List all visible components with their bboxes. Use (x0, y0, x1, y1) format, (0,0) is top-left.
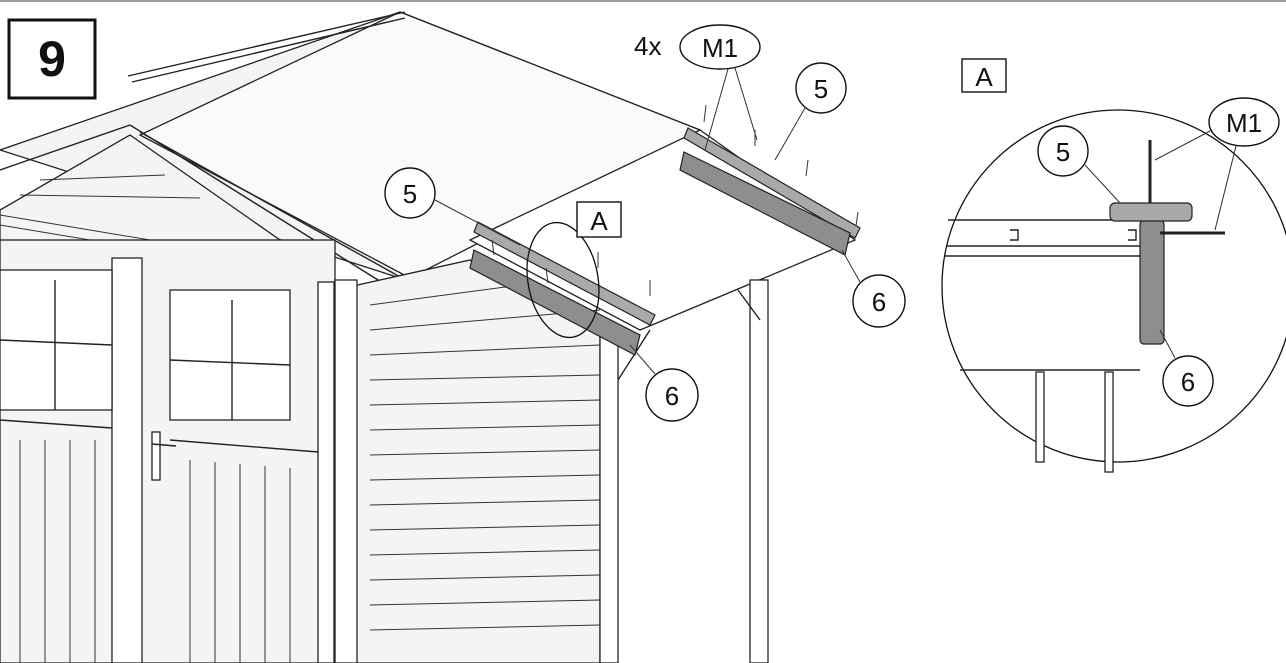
detail-fascia-6 (1139, 219, 1165, 345)
siding-boards (369, 284, 601, 631)
trim-strip-5-front (473, 221, 656, 326)
window-right-transom (169, 359, 291, 366)
step-number: 9 (38, 31, 66, 87)
detail-marker-ellipse (526, 221, 600, 339)
leader-m1-a (734, 67, 758, 141)
front-wall (0, 239, 336, 663)
trim-back (679, 104, 861, 256)
leader-6-front (629, 344, 656, 375)
callout-5-back-label: 5 (814, 74, 828, 104)
callout-6-detail-circle (1162, 355, 1214, 407)
callout-5-detail-label: 5 (1056, 137, 1070, 167)
roof-ridge-trim-lower (131, 17, 406, 83)
door-rail-left (0, 419, 113, 429)
quantity-label: 4x (634, 31, 661, 61)
callout-5-back-circle (795, 62, 847, 114)
callout-5-front: 5 (384, 167, 521, 246)
callout-5-front-label: 5 (403, 179, 417, 209)
callout-m1-detail: M1 (1154, 97, 1280, 231)
fascia-board-6-front (469, 249, 641, 356)
callout-6-back-label: 6 (872, 287, 886, 317)
leader-m1-detail-b (1214, 145, 1237, 231)
callout-6-front-label: 6 (665, 381, 679, 411)
callout-6-front: 6 (629, 344, 699, 422)
window-right (169, 289, 291, 421)
gable-trim-right (129, 124, 411, 301)
screws-front (491, 239, 651, 296)
door-post-right (317, 281, 335, 663)
detail-tongue-left (1010, 229, 1019, 241)
callout-m1-detail-label: M1 (1226, 108, 1262, 138)
callout-m1-detail-ellipse (1208, 97, 1280, 147)
corner-post (334, 279, 358, 663)
callout-5-detail-circle (1037, 125, 1089, 177)
brace-back (737, 289, 761, 321)
callout-6-back: 6 (841, 249, 906, 328)
leader-6-detail (1159, 329, 1176, 359)
detail-tongue-right (1128, 229, 1137, 241)
gable-board-4 (39, 174, 166, 181)
detail-label-main: A (576, 201, 622, 238)
trim-strip-5-back (683, 127, 861, 239)
door-handle (151, 431, 161, 481)
callout-m1-ellipse (679, 24, 761, 70)
detail-label-inset-text: A (975, 62, 993, 92)
leader-5-front (434, 199, 521, 246)
support-post-front (599, 329, 619, 663)
gable-trim-right-outer (139, 131, 421, 289)
callout-5-front-circle (384, 167, 436, 219)
door-post-left (111, 257, 143, 663)
leader-m1-detail-a (1154, 129, 1213, 161)
callout-5-detail: 5 (1037, 125, 1121, 204)
leader-m1-b (704, 68, 729, 151)
side-wall (334, 259, 601, 663)
detail-post-left (1035, 371, 1045, 463)
trim-front (469, 221, 656, 356)
callout-6-front-circle (645, 368, 699, 422)
detail-label-inset-box (961, 58, 1007, 93)
step-box-frame (7, 18, 97, 100)
detail-label-main-box (576, 201, 622, 238)
detail-circle (941, 109, 1286, 463)
detail-label-inset: A (961, 58, 1007, 93)
leader-6-back (841, 249, 861, 283)
callout-6-detail: 6 (1159, 329, 1214, 407)
step-number-box: 9 (7, 18, 97, 100)
gable-board-3 (19, 194, 201, 199)
callout-6-back-circle (852, 274, 906, 328)
leader-5-back (774, 107, 806, 161)
door-rail-right (169, 439, 319, 453)
callout-6-detail-label: 6 (1181, 367, 1195, 397)
door-handle-lever (151, 443, 177, 447)
detail-post-right (1104, 371, 1114, 473)
roof-ridge-trim (127, 11, 406, 77)
door-boards (19, 440, 291, 663)
window-left (0, 269, 113, 411)
detail-label-main-text: A (590, 206, 608, 236)
callout-m1-main: M1 (679, 24, 761, 151)
support-post-back (749, 279, 769, 663)
callout-5-back: 5 (774, 62, 847, 161)
leader-5-detail (1084, 164, 1121, 204)
detail-trim-5 (1109, 202, 1193, 222)
callout-m1-label: M1 (702, 33, 738, 63)
window-left-transom (0, 339, 113, 346)
gable-trim-left (0, 124, 131, 171)
